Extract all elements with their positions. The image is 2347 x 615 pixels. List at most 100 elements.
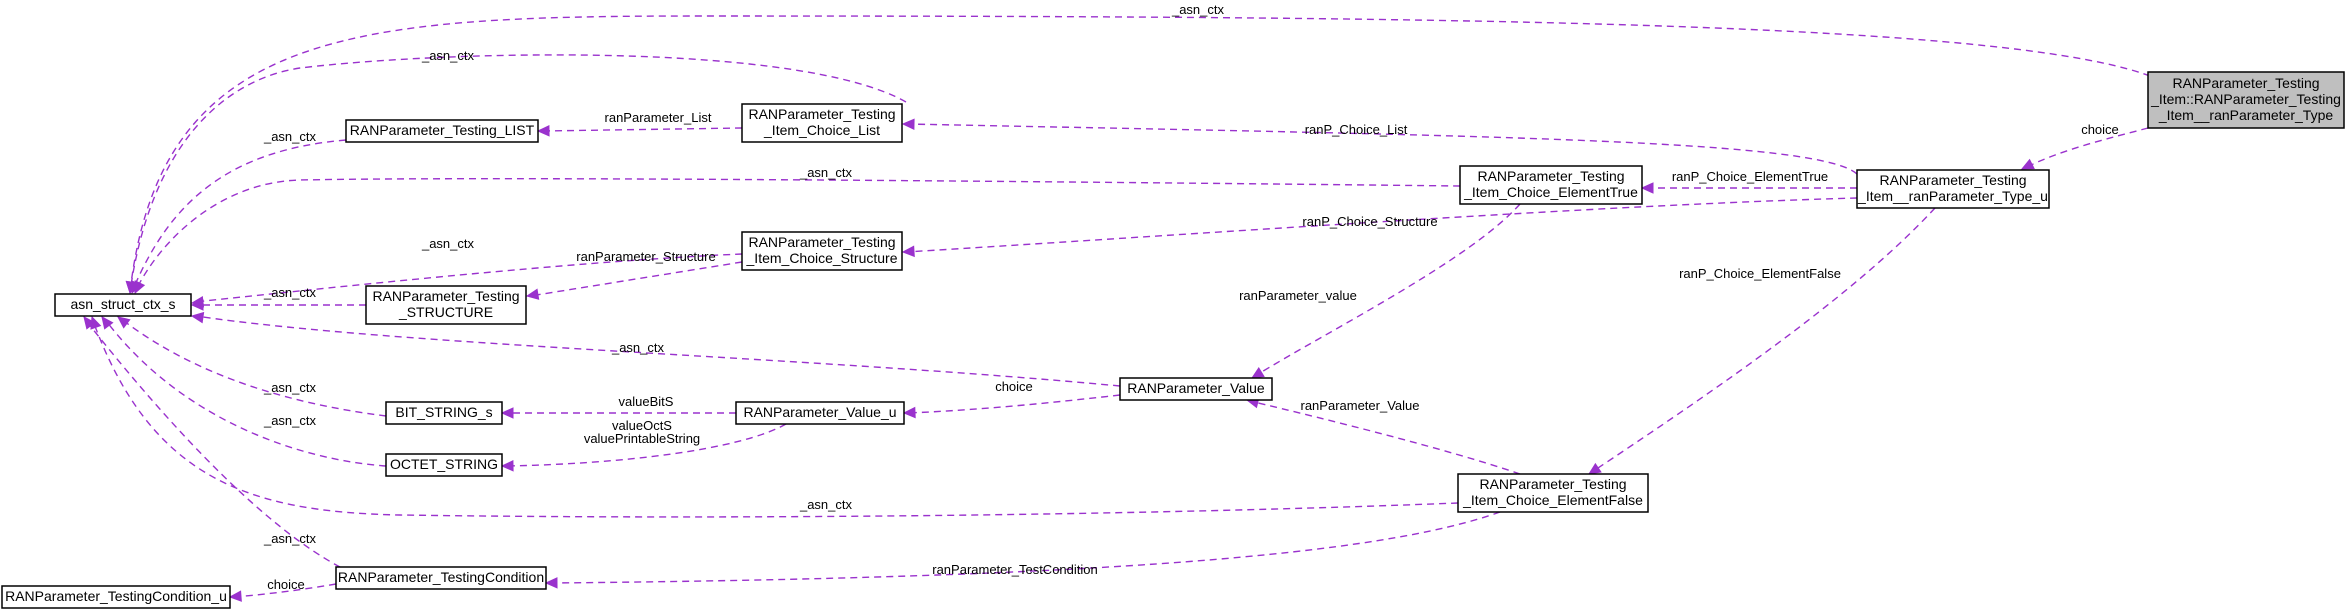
edge-line	[195, 315, 1121, 387]
node-choice-structure[interactable]: RANParameter_Testing_Item_Choice_Structu…	[741, 231, 903, 271]
edge-choice_structure-to-type_u: ranP_Choice_Structure	[901, 197, 1858, 258]
node-label-line: RANParameter_Testing	[1479, 476, 1626, 492]
node-elem-false[interactable]: RANParameter_Testing_Item_Choice_Element…	[1457, 473, 1649, 513]
edge-label: _asn_ctx	[421, 236, 475, 251]
node-octet-string[interactable]: OCTET_STRING	[385, 453, 503, 477]
node-label-line: _Item_Choice_Structure	[746, 250, 898, 266]
node-asn-ctx-s[interactable]: asn_struct_ctx_s	[54, 293, 192, 317]
node-param-value[interactable]: RANParameter_Value	[1119, 377, 1273, 401]
node-label-line: _Item_Choice_List	[763, 122, 880, 138]
edge-label: _asn_ctx	[1171, 2, 1225, 17]
edge-line	[541, 127, 743, 132]
node-label-line: _Item_Choice_ElementFalse	[1462, 492, 1643, 508]
node-box	[735, 401, 905, 425]
edge-line	[907, 394, 1121, 414]
edge-octet_string-to-asn_ctx_s: _asn_ctx	[101, 316, 387, 467]
edge-label: choice	[267, 577, 305, 592]
edge-line	[905, 197, 1858, 253]
edge-testing_list-to-asn_ctx_s: _asn_ctx	[131, 129, 347, 295]
edge-line	[119, 317, 387, 417]
edge-choice_list-to-type_u: ranP_Choice_List	[901, 118, 1858, 175]
node-label-line: RANParameter_Testing	[2172, 75, 2319, 91]
node-label-line: _STRUCTURE	[398, 304, 493, 320]
node-testing-structure[interactable]: RANParameter_Testing_STRUCTURE	[365, 285, 527, 325]
edge-arrowhead	[83, 316, 96, 330]
edge-label: _asn_ctx	[263, 129, 317, 144]
edge-value_u-to-param_value: choice	[902, 379, 1121, 419]
edge-label: _asn_ctx	[421, 48, 475, 63]
node-box	[54, 293, 192, 317]
node-box	[365, 285, 527, 325]
node-label-line: _Item__ranParameter_Type_u	[1857, 188, 2048, 204]
edge-arrowhead	[525, 288, 540, 300]
node-label-line: RANParameter_TestingCondition_u	[5, 588, 227, 604]
node-label-line: RANParameter_Testing_LIST	[350, 122, 535, 138]
edge-arrowhead	[500, 407, 514, 419]
edge-label: _asn_ctx	[263, 413, 317, 428]
nodes-layer: RANParameter_Testing_Item::RANParameter_…	[1, 71, 2345, 609]
node-bit-string[interactable]: BIT_STRING_s	[385, 401, 503, 425]
edge-testing_condition_u-to-testing_condition: choice	[228, 577, 337, 602]
edge-label: _asn_ctx	[611, 340, 665, 355]
edge-testing_condition-to-asn_ctx_s: _asn_ctx	[83, 316, 341, 568]
edge-line	[129, 54, 907, 293]
node-box	[1119, 377, 1273, 401]
edge-line	[549, 511, 1501, 584]
edge-elem_true-to-type_u: ranP_Choice_ElementTrue	[1640, 169, 1857, 194]
edge-line	[1249, 400, 1521, 475]
edge-line	[103, 317, 387, 467]
edge-arrowhead	[536, 125, 550, 137]
edge-label: _asn_ctx	[263, 380, 317, 395]
node-label-line: RANParameter_TestingCondition	[338, 569, 544, 585]
node-testing-condition[interactable]: RANParameter_TestingCondition	[335, 566, 547, 590]
edge-arrowhead	[117, 316, 131, 329]
edge-arrowhead	[190, 311, 205, 324]
edge-arrowhead	[1640, 182, 1654, 194]
edge-type_u-to-focus: choice	[2020, 122, 2149, 170]
node-testing-condition-u[interactable]: RANParameter_TestingCondition_u	[1, 585, 231, 609]
edge-line	[505, 423, 787, 467]
edge-line	[905, 123, 1858, 175]
edge-label: _asn_ctx	[263, 531, 317, 546]
edge-label: _asn_ctx	[799, 497, 853, 512]
edge-arrowhead	[544, 577, 558, 589]
node-label-line: asn_struct_ctx_s	[70, 296, 175, 312]
edge-arrowhead	[500, 460, 514, 472]
edge-line	[134, 177, 1461, 293]
node-box	[1457, 473, 1649, 513]
edge-line	[194, 253, 743, 303]
edge-label: ranP_Choice_ElementFalse	[1679, 266, 1841, 281]
node-choice-list[interactable]: RANParameter_Testing_Item_Choice_List	[741, 103, 903, 143]
node-label-line: RANParameter_Testing	[372, 288, 519, 304]
node-focus[interactable]: RANParameter_Testing_Item::RANParameter_…	[2147, 71, 2345, 129]
edge-label: ranParameter_Value	[1301, 398, 1420, 413]
edge-label: _asn_ctx	[263, 285, 317, 300]
edge-arrowhead	[228, 590, 242, 602]
node-elem-true[interactable]: RANParameter_Testing_Item_Choice_Element…	[1459, 165, 1643, 205]
edge-arrowhead	[1587, 462, 1602, 475]
node-label-line: RANParameter_Testing	[748, 106, 895, 122]
node-label-line: RANParameter_Testing	[1879, 172, 2026, 188]
node-type-u[interactable]: RANParameter_Testing_Item__ranParameter_…	[1856, 169, 2050, 209]
node-value-u[interactable]: RANParameter_Value_u	[735, 401, 905, 425]
edge-param_value-to-elem_true: ranParameter_value	[1239, 203, 1521, 379]
edge-arrowhead	[101, 316, 114, 330]
edge-line	[129, 15, 2151, 293]
node-box	[741, 103, 903, 143]
node-testing-list[interactable]: RANParameter_Testing_LIST	[345, 119, 539, 143]
node-box	[1, 585, 231, 609]
edge-arrowhead	[190, 299, 204, 311]
edge-testing_condition-to-elem_false: ranParameter_TestCondition	[544, 511, 1501, 589]
edge-line	[233, 583, 337, 598]
edge-param_value-to-asn_ctx_s: _asn_ctx	[190, 311, 1121, 387]
edge-line	[529, 261, 743, 297]
node-box	[385, 453, 503, 477]
edge-label: choice	[2081, 122, 2119, 137]
edge-testing_structure-to-choice_structure: ranParameter_Structure	[525, 249, 743, 300]
node-box	[741, 231, 903, 271]
edge-label: ranP_Choice_List	[1305, 122, 1408, 137]
edge-testing_list-to-choice_list: ranParameter_List	[536, 110, 743, 137]
edge-label: _asn_ctx	[799, 165, 853, 180]
edge-arrowhead	[1250, 367, 1265, 379]
